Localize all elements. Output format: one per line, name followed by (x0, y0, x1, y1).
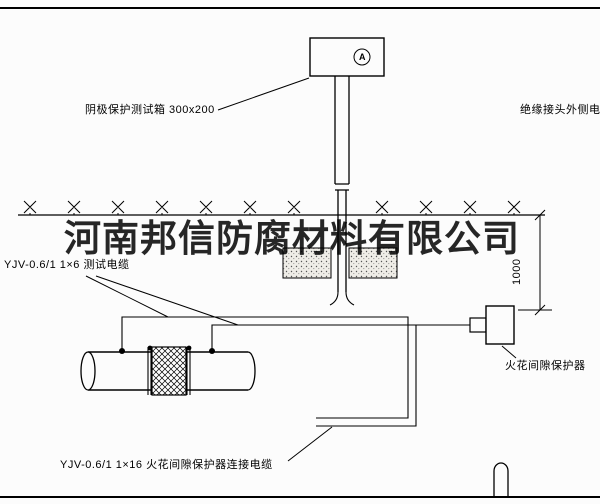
spark-gap-protector (469, 305, 517, 359)
spark-gap-cable-run (316, 325, 417, 427)
pipeline (80, 345, 256, 396)
pipe-end-right (247, 351, 256, 391)
pipe-clamp-symbol (493, 462, 509, 496)
flange-lines (147, 347, 191, 395)
pipe-end-left (80, 351, 96, 391)
test-box (309, 37, 385, 77)
flange-bolt-left (147, 345, 153, 351)
spark-gap-label: 火花间隙保护器 (505, 360, 586, 372)
conduit (329, 76, 355, 306)
test-box-leader (217, 77, 310, 111)
watermark: 河南邦信防腐材料有限公司 (64, 219, 520, 260)
dimension-1000-line (518, 209, 552, 316)
ammeter-letter: A (359, 52, 366, 62)
spark-gap-leader (501, 345, 517, 359)
test-cable-label: YJV-0.6/1 1×6 测试电缆 (4, 259, 130, 271)
flange-bolt-right (186, 345, 192, 351)
bottom-cable-label: YJV-0.6/1 1×16 火花间隙保护器连接电缆 (60, 459, 273, 471)
cable-tails (329, 291, 355, 306)
right-cable-label: 绝缘接头外侧电缆 (520, 104, 600, 116)
insulating-joint (151, 346, 187, 396)
test-cable-run-2 (211, 324, 470, 351)
ammeter-symbol (353, 48, 371, 66)
test-box-label: 阴极保护测试箱 300x200 (85, 104, 215, 116)
ground-hatch (23, 200, 521, 215)
dimension-label: 1000 (511, 258, 523, 285)
cable-runs (121, 316, 470, 427)
anode-block-left (282, 247, 332, 279)
leader-lines (85, 77, 333, 462)
test-cable-leaders (85, 275, 239, 326)
test-cable-run-1 (121, 316, 409, 419)
bottom-cable-leader (287, 426, 333, 462)
anode-block-right (348, 247, 398, 279)
